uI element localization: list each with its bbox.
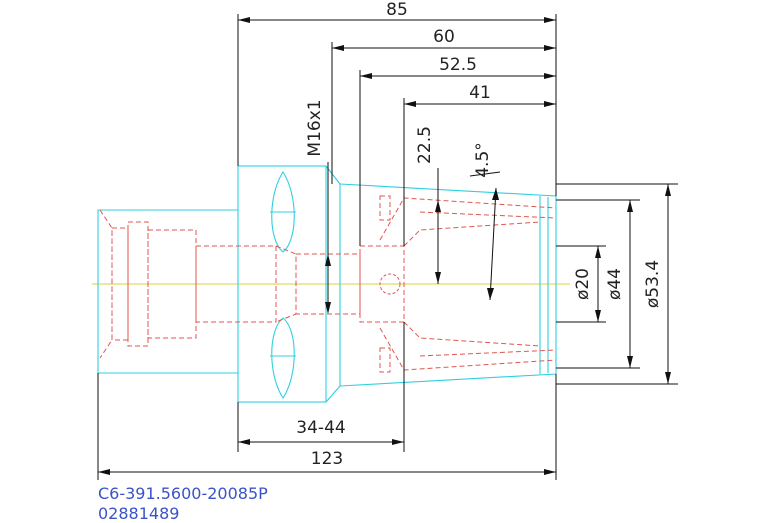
dim-85-label: 85 (386, 0, 408, 20)
dim-22-5-label: 22.5 (415, 126, 435, 164)
dia-53-4-label: ø53.4 (643, 260, 663, 308)
dimension-lines (97, 14, 678, 480)
dim-60-label: 60 (433, 27, 455, 47)
angle-label: 4.5° (473, 142, 493, 178)
dia-20-label: ø20 (573, 268, 593, 300)
order-code: 02881489 (98, 504, 179, 523)
dim-34-44-label: 34-44 (296, 418, 345, 438)
part-number: C6-391.5600-20085P (98, 484, 268, 503)
dia-44-label: ø44 (605, 268, 625, 300)
dim-52-5-label: 52.5 (439, 55, 477, 75)
dim-123-label: 123 (311, 449, 343, 469)
thread-label: M16x1 (305, 99, 325, 156)
holder-outline (97, 165, 557, 403)
dim-41-label: 41 (469, 83, 491, 103)
